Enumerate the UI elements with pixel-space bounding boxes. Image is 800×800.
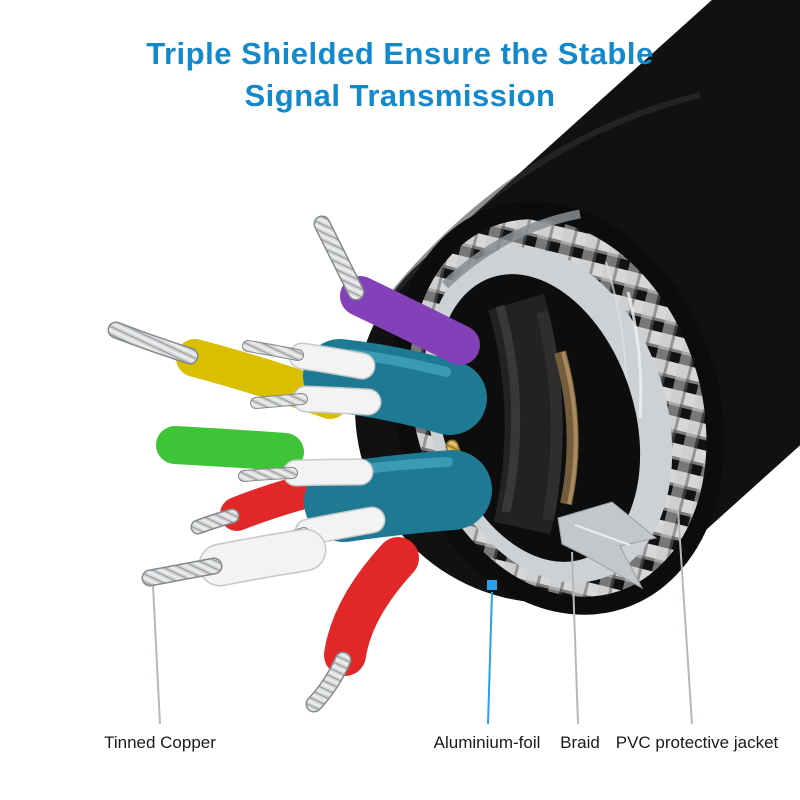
- label-aluminium-foil: Aluminium-foil: [434, 733, 541, 752]
- yellow-wire-strands: [109, 323, 197, 363]
- inner-bundle-wire-1: [495, 304, 521, 513]
- red-wire-sleeve: [324, 537, 419, 676]
- shielded-pair-wrap-2: [304, 450, 492, 542]
- red-wire-strands: [307, 653, 350, 711]
- purple-wire-strands: [315, 217, 363, 299]
- leader-aluminium-foil: [487, 591, 493, 725]
- inner-bundle-shadow: [488, 293, 563, 535]
- foil-shred-highlight: [574, 524, 631, 546]
- pair1-conductor-b-sleeve: [294, 387, 380, 414]
- title-line-1: Triple Shielded Ensure the Stable: [146, 36, 653, 71]
- label-tinned-copper: Tinned Copper: [104, 733, 216, 752]
- leader-pvc-jacket: [677, 509, 693, 725]
- white-wire-strands: [143, 559, 221, 585]
- foil-lip-top: [441, 209, 581, 289]
- jacket-highlight: [389, 92, 701, 297]
- foil-shred: [557, 501, 658, 590]
- inner-bundle-wire-2: [536, 310, 563, 522]
- purple-wire-sleeve: [340, 276, 480, 365]
- white-wire-sleeve: [200, 530, 325, 585]
- pair2-conductor-b-sleeve: [296, 508, 384, 544]
- green-wire-sleeve: [156, 426, 304, 471]
- small-red-strands: [192, 510, 238, 533]
- label-pvc-jacket: PVC protective jacket: [616, 733, 779, 752]
- pair1-conductor-a-strands: [243, 341, 303, 360]
- pair1-conductor-b-strands: [251, 394, 307, 408]
- pair1-conductor-a-sleeve: [290, 344, 374, 378]
- title-line-2: Signal Transmission: [245, 78, 556, 113]
- leader-aluminium-foil-marker: [487, 580, 497, 590]
- leader-braid: [571, 551, 579, 725]
- label-braid: Braid: [560, 733, 600, 752]
- inner-copper-highlight: [561, 351, 578, 505]
- pair2-conductor-a-strands: [239, 468, 297, 481]
- foil-crinkle-1: [626, 291, 643, 419]
- inner-copper-band: [554, 350, 579, 506]
- leader-tinned-copper: [152, 585, 161, 725]
- pair2-conductor-a-sleeve: [284, 460, 372, 485]
